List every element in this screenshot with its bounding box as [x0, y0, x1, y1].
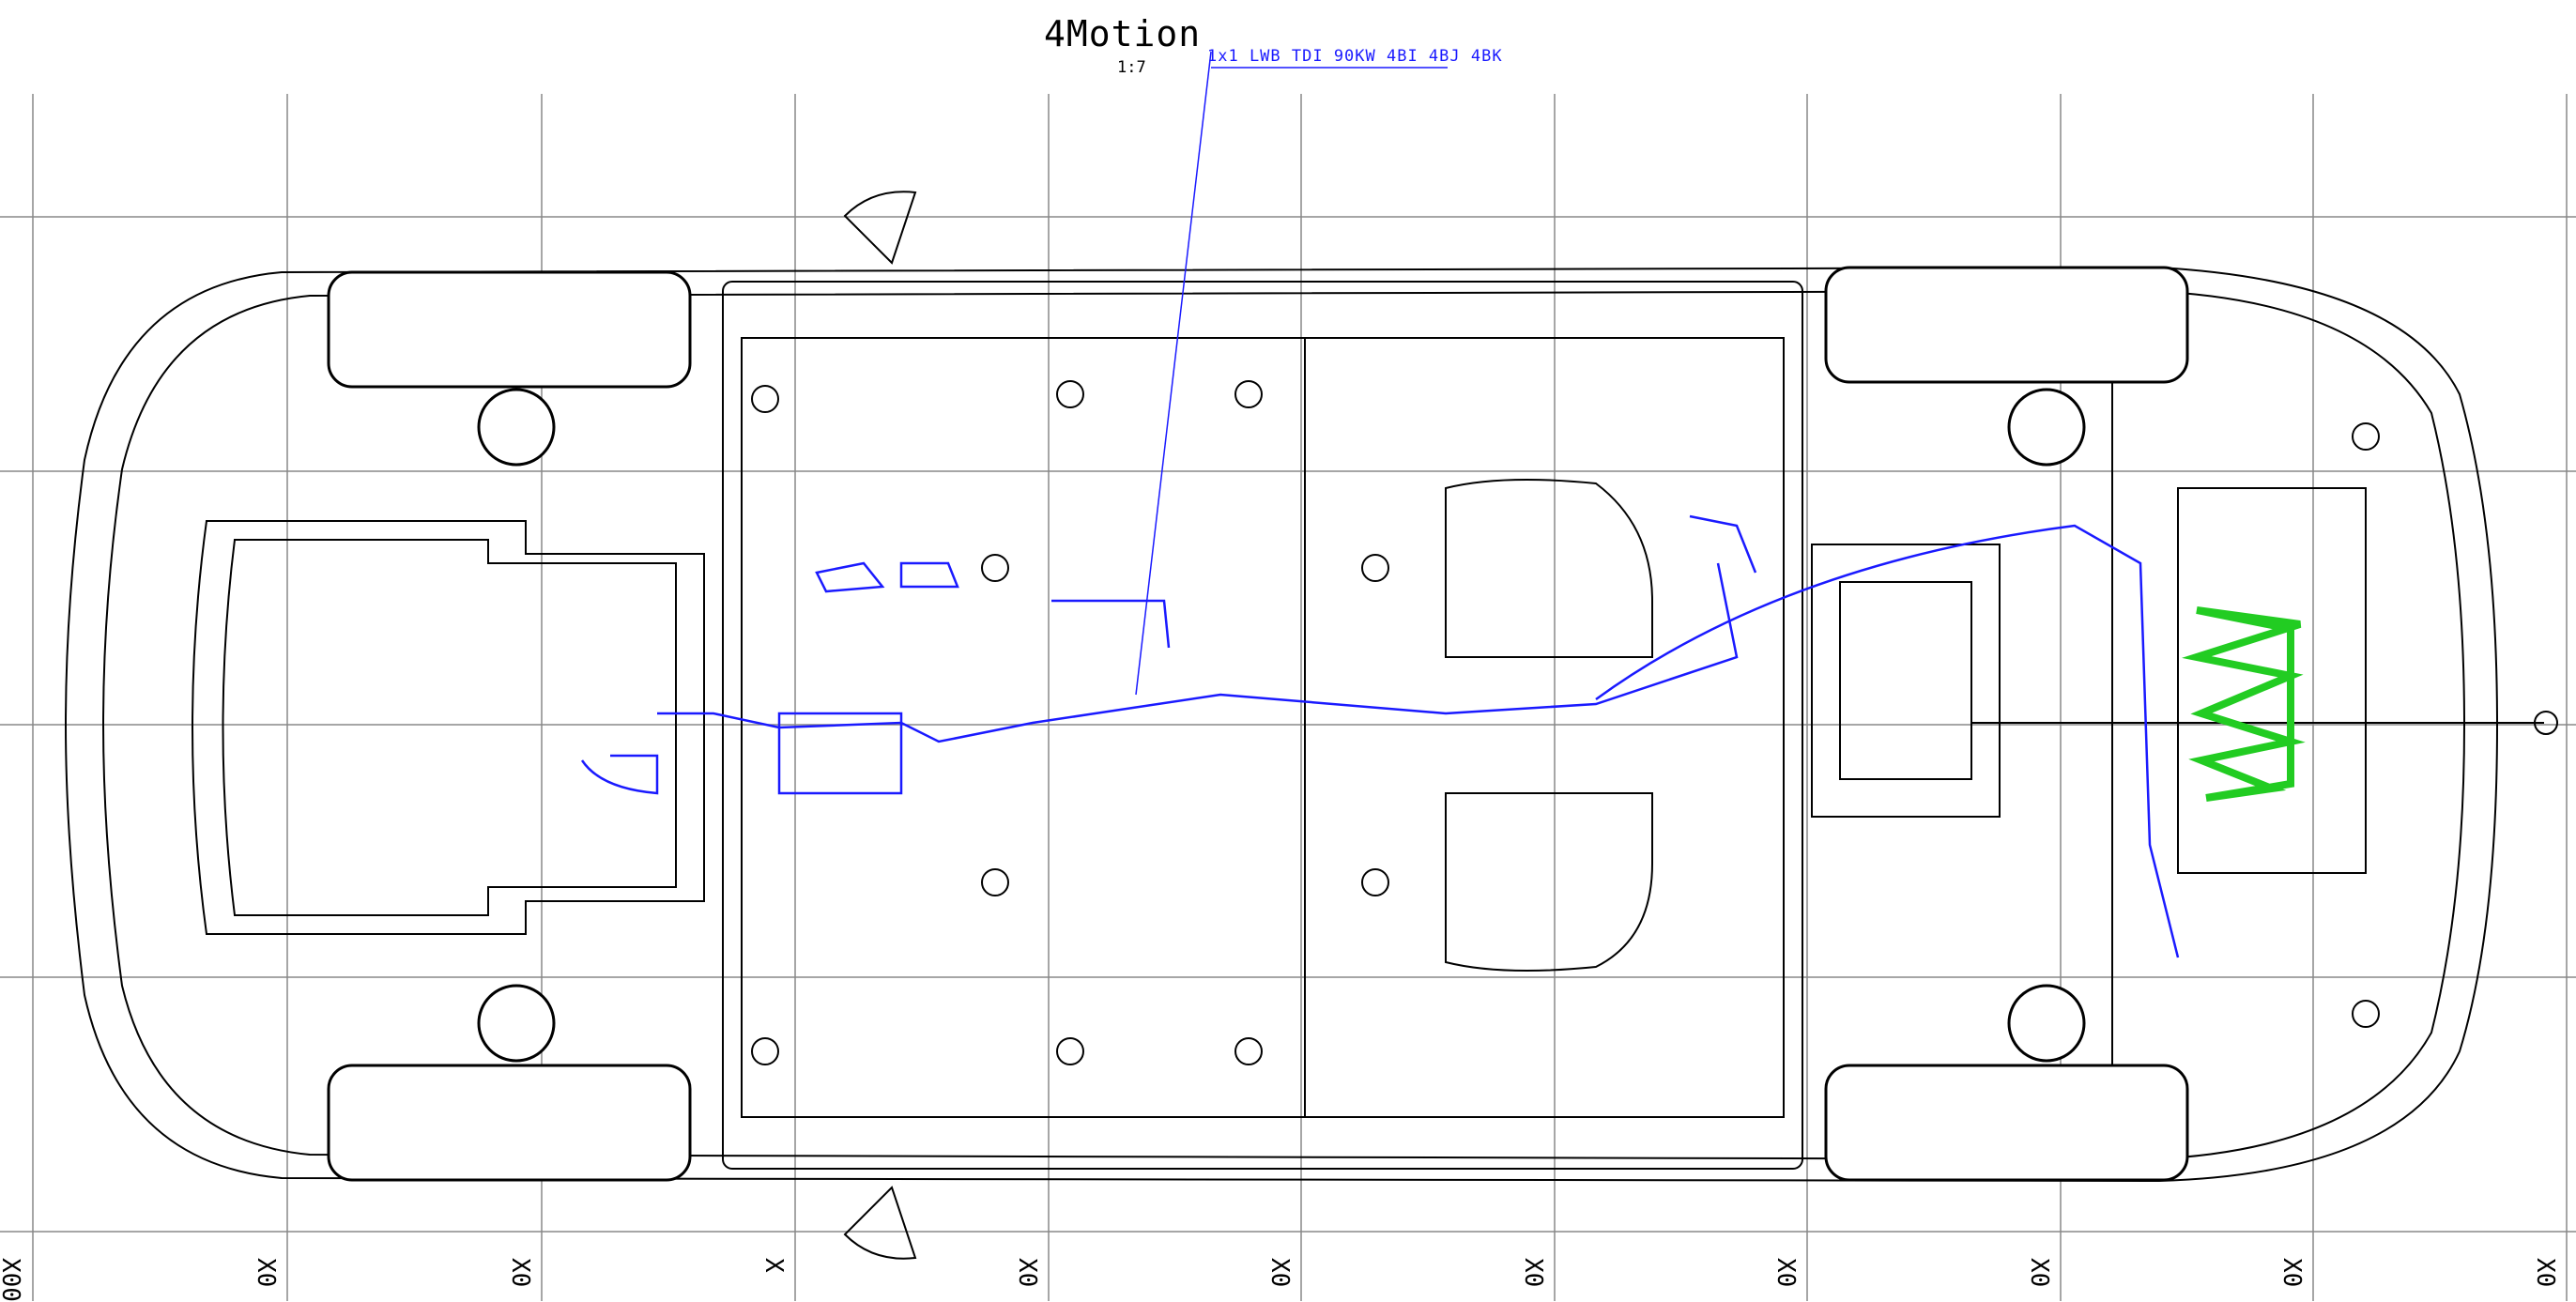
grid-x-label: X0	[506, 1258, 534, 1288]
wheels	[327, 266, 2189, 1182]
grid-x-label: X0	[1519, 1258, 1547, 1288]
grid-x-label: X0	[1013, 1258, 1041, 1288]
exhaust-system	[580, 51, 2180, 958]
car-body-outline	[64, 191, 2558, 1260]
grid-x-label: X0	[1265, 1258, 1294, 1288]
grid-x-label: X0	[2277, 1258, 2306, 1288]
grid-x-label: X00	[0, 1258, 24, 1302]
drawing-title: 4Motion	[1044, 13, 1202, 54]
grid-x-label: X0	[2531, 1258, 2559, 1288]
grid-x-label: X0	[2025, 1258, 2053, 1288]
wheel-rear-left	[1824, 266, 2189, 384]
mount-points	[751, 380, 2380, 1065]
grid-x-label: X	[759, 1258, 788, 1273]
grid-x-label: X0	[1771, 1258, 1800, 1288]
highlighted-component	[2182, 606, 2306, 802]
wheel-front-right	[327, 1064, 692, 1182]
wheel-front-left	[327, 270, 692, 389]
variant-callout: 1x1 LWB TDI 90KW 4BI 4BJ 4BK	[1207, 47, 1503, 66]
drawing-scale: 1:7	[1117, 58, 1146, 77]
grid-x-label: X0	[252, 1258, 280, 1288]
wheel-rear-right	[1824, 1064, 2189, 1182]
